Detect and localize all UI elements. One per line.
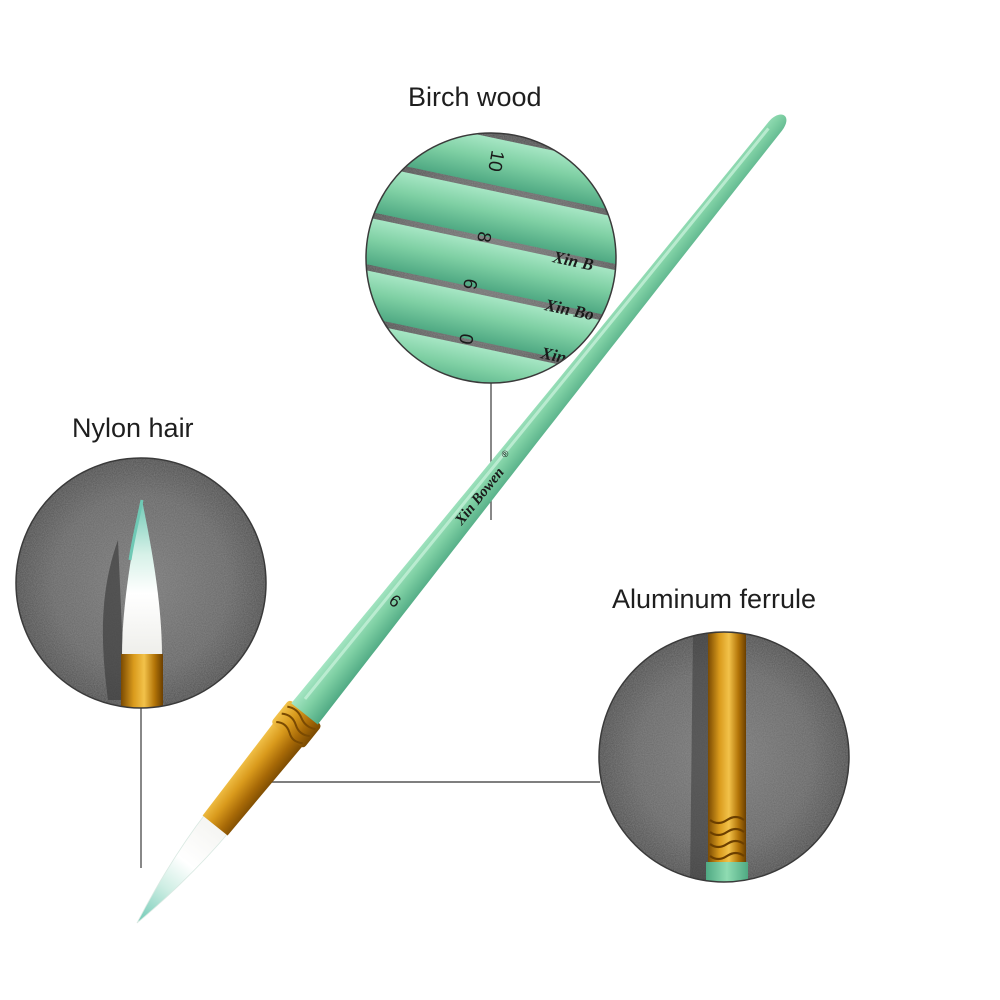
ferrule-closeup	[708, 632, 746, 862]
handle-number-10: 10	[483, 149, 507, 173]
green-handle-closeup	[706, 862, 748, 882]
brush-brand-text: Xin Bowen	[452, 465, 508, 529]
nylon-hair-label: Nylon hair	[72, 413, 194, 443]
handle-number-0: 0	[454, 332, 477, 346]
brush-bristles	[136, 812, 230, 924]
birch-wood-label: Birch wood	[408, 82, 542, 112]
handle-number-8: 8	[472, 230, 495, 244]
birch-wood-detail-circle: 10 8 6 0 Xin B Xin Bo Xin B	[366, 133, 616, 383]
nylon-hair-detail-circle	[16, 458, 266, 708]
handle-number-6: 6	[458, 277, 481, 291]
brush-handle	[291, 114, 787, 725]
ferrule-closeup-top	[121, 654, 163, 708]
aluminum-ferrule-label: Aluminum ferrule	[612, 584, 817, 614]
nylon-bristle-closeup	[122, 500, 162, 656]
registered-mark: ®	[499, 448, 511, 460]
aluminum-ferrule-detail-circle	[599, 632, 849, 882]
brush-ferrule	[202, 709, 314, 836]
